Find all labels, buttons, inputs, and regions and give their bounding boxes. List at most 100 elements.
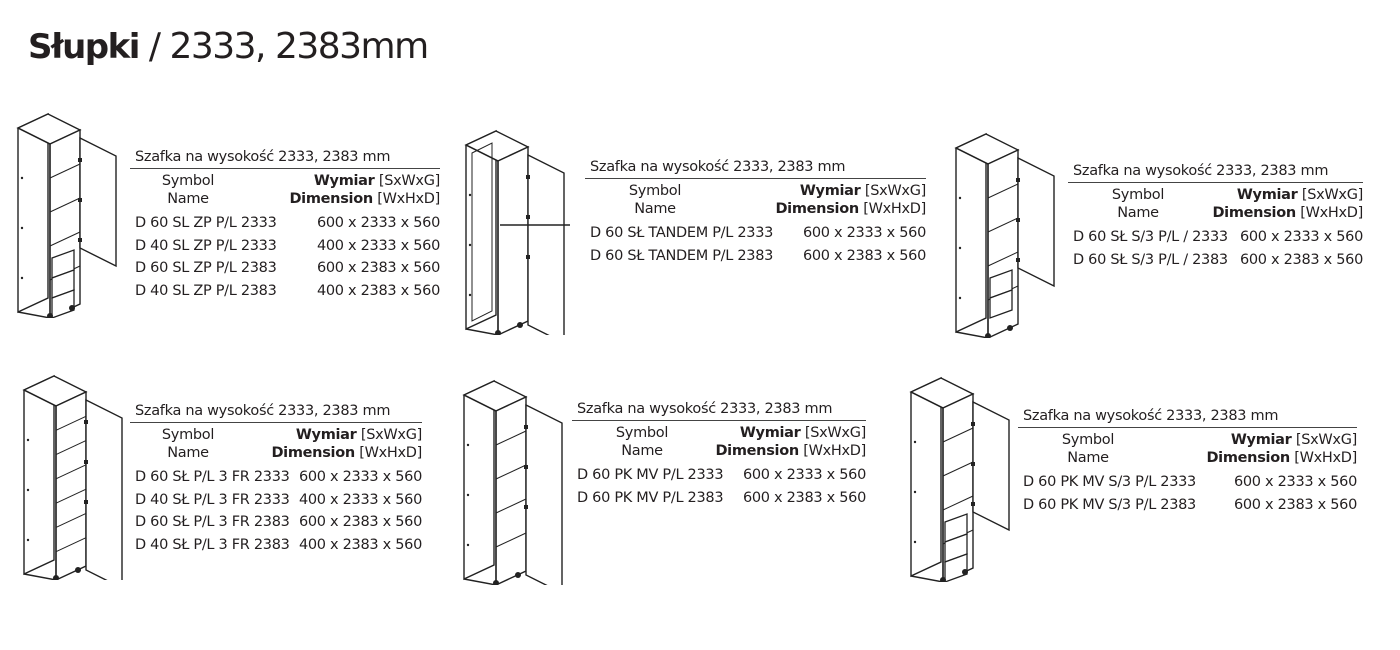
page-title-rest: / 2333, 2383mm (138, 26, 429, 67)
product-dimension: 600 x 2333 x 560 (1233, 474, 1357, 490)
table-row: D 60 SŁ P/L 3 FR 2333 600 x 2333 x 560 (130, 466, 422, 489)
dimension-unit: [WxHxD] (1289, 450, 1357, 466)
caption-divider (130, 422, 422, 423)
header-dimension-en: Dimension [WxHxD] (1206, 449, 1357, 467)
panel-caption: Szafka na wysokość 2333, 2383 mm (1073, 163, 1329, 179)
header-wymiar: Wymiar [SxWxG] (271, 426, 422, 444)
header-name-label: Name (167, 445, 209, 461)
page-title: Słupki / 2333, 2383mm (28, 26, 429, 67)
table-row: D 60 SŁ S/3 P/L / 2383 600 x 2383 x 560 (1068, 249, 1363, 272)
product-dimension: 400 x 2333 x 560 (298, 491, 422, 508)
wymiar-unit: [SxWxG] (374, 173, 440, 189)
product-symbol: D 60 PK MV S/3 P/L 2383 (1023, 496, 1196, 513)
wymiar-label: Wymiar (739, 425, 801, 441)
product-symbol: D 40 SL ZP P/L 2383 (135, 282, 277, 299)
header-symbol-label: Symbol (1111, 187, 1165, 203)
header-name-label: Name (634, 201, 676, 217)
product-symbol: D 60 SŁ TANDEM P/L 2383 (590, 247, 774, 264)
product-symbol: D 60 PK MV P/L 2383 (577, 489, 724, 506)
panel-caption: Szafka na wysokość 2333, 2383 mm (590, 159, 846, 175)
header-symbol-label: Symbol (161, 173, 215, 189)
product-dimension: 600 x 2333 x 560 (742, 467, 866, 483)
tall-cabinet-3-doors-icon (18, 370, 138, 590)
product-symbol: D 40 SL ZP P/L 2333 (135, 237, 277, 254)
table-row: D 60 PK MV P/L 2383 600 x 2383 x 560 (572, 487, 866, 510)
product-symbol: D 60 SŁ S/3 P/L / 2333 (1073, 229, 1228, 245)
wymiar-unit: [SxWxG] (860, 183, 926, 199)
table-row: D 60 SŁ S/3 P/L / 2333 600 x 2333 x 560 (1068, 226, 1363, 249)
product-symbol: D 60 PK MV P/L 2333 (577, 467, 724, 483)
product-dimension: 600 x 2383 x 560 (298, 514, 422, 530)
product-symbol: D 60 SŁ TANDEM P/L 2333 (590, 225, 774, 241)
panel-caption: Szafka na wysokość 2333, 2383 mm (135, 403, 391, 419)
product-symbol: D 60 SŁ S/3 P/L / 2383 (1073, 251, 1228, 268)
dimension-label: Dimension (715, 443, 799, 459)
header-symbol-label: Symbol (615, 425, 669, 441)
header-dimension: Wymiar [SxWxG]Dimension [WxHxD] (289, 172, 440, 208)
product-symbol: D 60 SL ZP P/L 2383 (135, 260, 277, 276)
caption-divider (1018, 427, 1357, 428)
product-dimension: 600 x 2383 x 560 (742, 489, 866, 506)
product-dimension: 600 x 2333 x 560 (298, 469, 422, 485)
dimension-label: Dimension (289, 191, 373, 207)
table-row: D 60 PK MV S/3 P/L 2383 600 x 2383 x 560 (1018, 494, 1357, 517)
caption-divider (130, 168, 440, 169)
wymiar-unit: [SxWxG] (1291, 432, 1357, 448)
header-dimension-en: Dimension [WxHxD] (775, 200, 926, 218)
header-name-label: Name (1067, 450, 1109, 466)
header-name-label: Name (167, 191, 209, 207)
dimension-unit: [WxHxD] (354, 445, 422, 461)
table-row: D 60 PK MV P/L 2333 600 x 2333 x 560 (572, 464, 866, 487)
table-row: D 60 SŁ P/L 3 FR 2383 600 x 2383 x 560 (130, 511, 422, 534)
table-row: D 60 SŁ TANDEM P/L 2333 600 x 2333 x 560 (585, 222, 926, 245)
header-dimension: Wymiar [SxWxG]Dimension [WxHxD] (715, 424, 866, 460)
wymiar-label: Wymiar (799, 183, 861, 199)
dimension-unit: [WxHxD] (858, 201, 926, 217)
dimension-label: Dimension (1212, 205, 1296, 221)
header-dimension: Wymiar [SxWxG]Dimension [WxHxD] (1212, 186, 1363, 222)
caption-divider (572, 420, 866, 421)
product-dimension: 400 x 2383 x 560 (298, 536, 422, 553)
product-dimension: 600 x 2333 x 560 (1239, 229, 1363, 245)
tall-cabinet-oven-3-drawers-icon (905, 372, 1025, 586)
table-row: D 60 PK MV S/3 P/L 2333 600 x 2333 x 560 (1018, 471, 1357, 494)
product-dimension: 600 x 2333 x 560 (802, 225, 926, 241)
dimension-unit: [WxHxD] (1295, 205, 1363, 221)
product-dimension: 600 x 2383 x 560 (802, 247, 926, 264)
caption-divider (585, 178, 926, 179)
product-dimension: 600 x 2383 x 560 (316, 260, 440, 276)
header-dimension-en: Dimension [WxHxD] (1212, 204, 1363, 222)
tall-cabinet-3-drawers-icon (950, 128, 1070, 342)
product-dimension: 600 x 2333 x 560 (316, 215, 440, 231)
dimension-label: Dimension (1206, 450, 1290, 466)
product-symbol: D 60 PK MV S/3 P/L 2333 (1023, 474, 1196, 490)
wymiar-label: Wymiar (295, 427, 357, 443)
page-title-bold: Słupki (28, 27, 140, 67)
panel-caption: Szafka na wysokość 2333, 2383 mm (1023, 408, 1279, 424)
panel-caption: Szafka na wysokość 2333, 2383 mm (577, 401, 833, 417)
header-dimension: Wymiar [SxWxG]Dimension [WxHxD] (271, 426, 422, 462)
caption-divider (1068, 182, 1363, 183)
panel-caption: Szafka na wysokość 2333, 2383 mm (135, 149, 391, 165)
product-symbol: D 60 SŁ P/L 3 FR 2333 (135, 469, 290, 485)
table-row: D 60 SL ZP P/L 2383 600 x 2383 x 560 (130, 257, 440, 280)
header-symbol-label: Symbol (628, 183, 682, 199)
wymiar-unit: [SxWxG] (800, 425, 866, 441)
product-dimension: 600 x 2383 x 560 (1239, 251, 1363, 268)
wymiar-unit: [SxWxG] (356, 427, 422, 443)
product-symbol: D 60 SŁ P/L 3 FR 2383 (135, 514, 290, 530)
product-dimension: 600 x 2383 x 560 (1233, 496, 1357, 513)
